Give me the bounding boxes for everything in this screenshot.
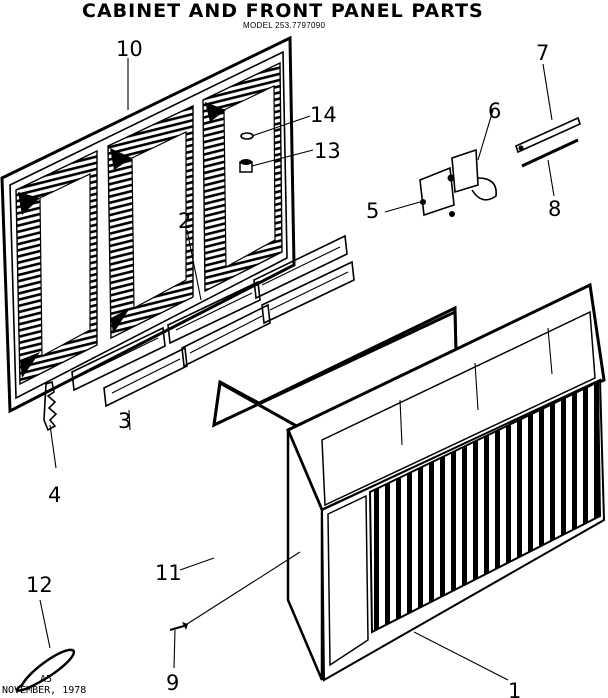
callout-7: 7 — [536, 41, 549, 65]
callout-labels: 10 2 3 4 5 6 7 8 14 13 11 12 9 1 — [26, 37, 561, 698]
model-number: MODEL 253.7797090 — [243, 21, 326, 30]
callout-9: 9 — [166, 671, 179, 695]
callout-8: 8 — [548, 197, 561, 221]
gasket-part-12 — [15, 648, 75, 692]
callout-6: 6 — [488, 99, 501, 123]
callout-13: 13 — [314, 139, 341, 163]
cabinet-frame-part-10 — [0, 35, 296, 414]
footer-date: NOVEMBER, 1978 — [2, 685, 87, 696]
diagram-title: CABINET AND FRONT PANEL PARTS — [82, 0, 484, 22]
bracket-part-5-6 — [419, 148, 497, 217]
callout-3: 3 — [118, 409, 131, 433]
callout-2: 2 — [178, 209, 191, 233]
callout-5: 5 — [366, 199, 379, 223]
callout-12: 12 — [26, 573, 53, 597]
screw-part-9 — [169, 622, 188, 631]
callout-10: 10 — [116, 37, 143, 61]
clip-part-7 — [515, 116, 581, 154]
footer-code: A5 — [40, 674, 53, 685]
callout-1: 1 — [508, 679, 521, 698]
callout-4: 4 — [48, 483, 61, 507]
bracket-part-2 — [71, 234, 348, 392]
leader-lines — [39, 58, 555, 681]
bracket-part-3 — [103, 260, 355, 408]
callout-14: 14 — [310, 103, 337, 127]
clip-part-4 — [43, 380, 58, 432]
callout-11: 11 — [155, 561, 182, 585]
strip-part-8 — [521, 138, 579, 168]
front-panel-part-1 — [286, 282, 606, 682]
